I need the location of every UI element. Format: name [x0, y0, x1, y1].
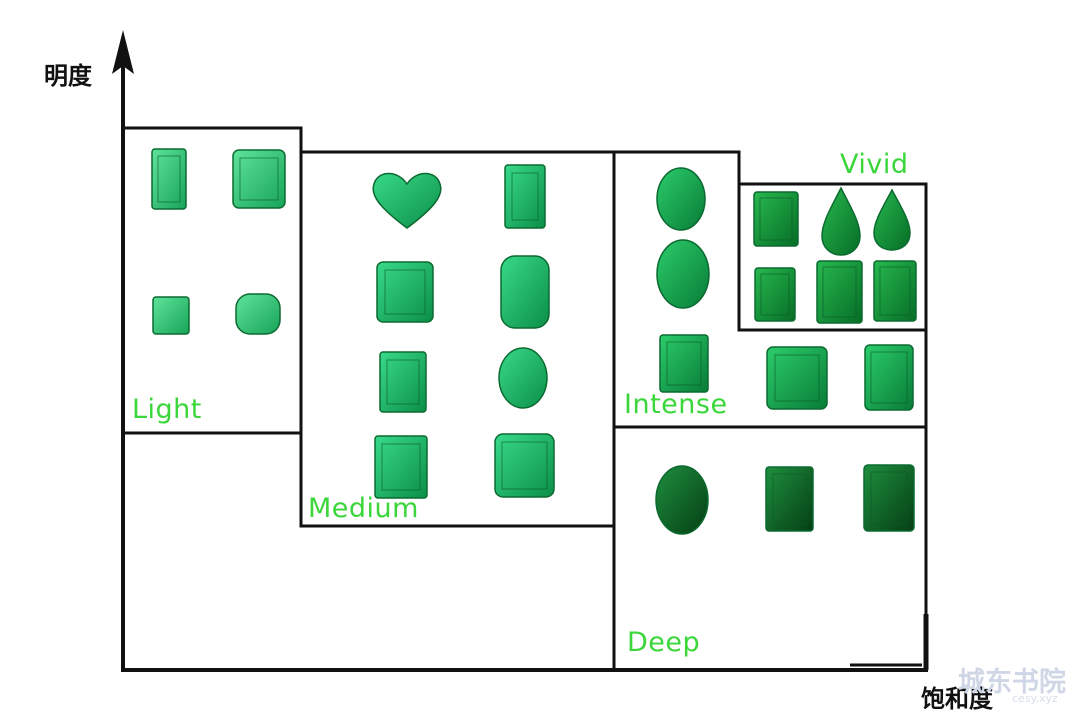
y-axis-label: 明度	[44, 56, 92, 91]
medium-emerald-cut-gem-icon	[505, 165, 545, 228]
light-gems	[152, 149, 285, 334]
medium-cushion-gem-icon	[501, 256, 549, 328]
intense-oval-gem-icon	[657, 240, 709, 308]
intense-zone-label: Intense	[624, 389, 728, 420]
vivid-zone-label: Vivid	[840, 149, 909, 180]
medium-emerald-cut-gem-icon	[375, 436, 427, 498]
light-emerald-cut-gem-icon	[233, 150, 285, 208]
light-cushion-gem-icon	[236, 294, 280, 334]
medium-zone-box	[301, 152, 614, 526]
intense-emerald-cut-gem-icon	[865, 345, 913, 410]
medium-zone-label: Medium	[308, 493, 419, 524]
intense-oval-gem-icon	[657, 168, 705, 230]
gems	[152, 149, 916, 534]
medium-heart-gem-icon	[373, 174, 441, 229]
watermark-sub: cesy.xyz	[1012, 692, 1058, 705]
vivid-pear-gem-icon	[874, 190, 910, 250]
light-zone-label: Light	[132, 394, 202, 425]
light-emerald-cut-gem-icon	[152, 149, 186, 209]
medium-oval-gem-icon	[499, 348, 547, 408]
medium-emerald-cut-gem-icon	[495, 434, 554, 497]
vivid-emerald-cut-gem-icon	[817, 261, 862, 323]
vivid-pear-gem-icon	[822, 188, 860, 255]
intense-emerald-cut-gem-icon	[767, 347, 827, 409]
vivid-gems	[754, 188, 916, 323]
medium-gems	[373, 165, 554, 498]
deep-zone-label: Deep	[627, 627, 700, 658]
deep-oval-gem-icon	[656, 466, 708, 534]
vivid-emerald-cut-gem-icon	[754, 192, 798, 246]
light-emerald-cut-gem-icon	[153, 297, 189, 334]
